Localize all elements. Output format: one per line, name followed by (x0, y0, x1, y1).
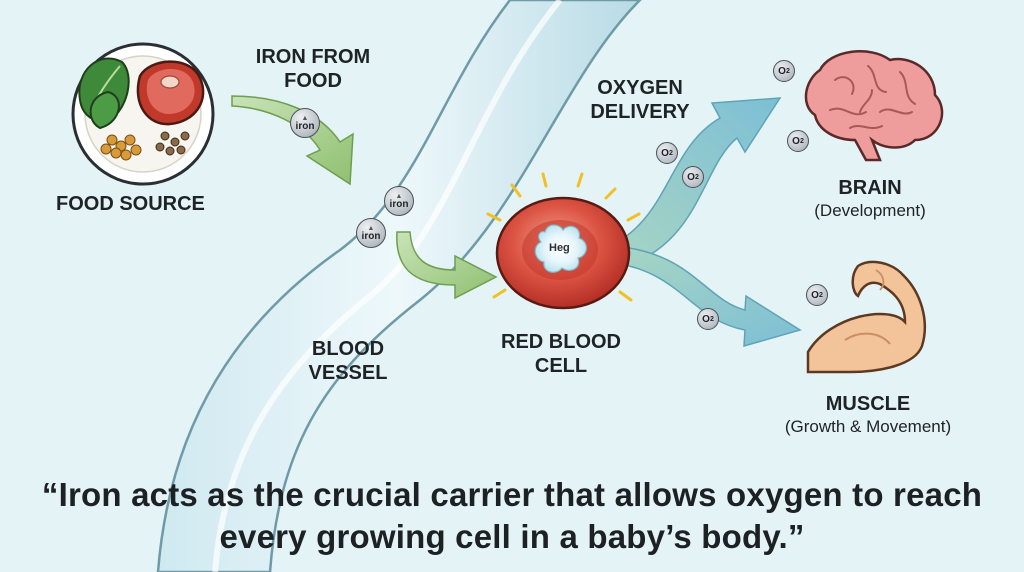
oxygen-delivery-text: OXYGEN DELIVERY (590, 77, 690, 123)
oxygen-text: O (811, 289, 819, 301)
oxygen-subscript: 2 (799, 137, 804, 145)
oxygen-subscript: 2 (785, 67, 790, 75)
brain-label: BRAIN (Development) (790, 176, 950, 222)
red-blood-cell-icon (486, 172, 641, 310)
blood-vessel (156, 0, 642, 572)
oxygen-text: O (702, 313, 710, 325)
flexed-arm-icon (806, 260, 927, 374)
iron-molecule: ▲ iron (384, 186, 414, 216)
oxygen-text: O (792, 135, 800, 147)
triangle-icon: ▲ (301, 114, 309, 122)
oxygen-text: O (778, 65, 786, 77)
blood-vessel-text: BLOOD VESSEL (308, 338, 388, 384)
triangle-icon: ▲ (395, 192, 403, 200)
oxygen-delivery-label: OXYGEN DELIVERY (580, 76, 700, 124)
arrow-icon (396, 231, 498, 300)
iron-text: iron (361, 230, 381, 242)
oxygen-subscript: 2 (709, 315, 714, 323)
iron-from-food-text: IRON FROM FOOD (255, 46, 371, 92)
iron-text: iron (295, 120, 315, 132)
arrow-icon (231, 95, 354, 186)
blood-vessel-label: BLOOD VESSEL (298, 337, 398, 385)
brain-title: BRAIN (838, 177, 902, 199)
oxygen-subscript: 2 (818, 291, 823, 299)
brain-subtitle: (Development) (814, 201, 926, 220)
oxygen-subscript: 2 (668, 149, 673, 157)
arrow-icon (604, 245, 802, 348)
oxygen-text: O (661, 147, 669, 159)
iron-molecule: ▲ iron (356, 218, 386, 248)
red-blood-cell-label: RED BLOOD CELL (486, 330, 636, 378)
oxygen-subscript: 2 (694, 173, 699, 181)
spinach-icon (78, 57, 130, 130)
lentils-icon (100, 131, 190, 161)
food-source-icon (71, 42, 215, 186)
muscle-title: MUSCLE (825, 393, 911, 415)
food-source-label: FOOD SOURCE (56, 193, 205, 215)
hemoglobin-label: Heg (549, 242, 570, 254)
muscle-label: MUSCLE (Growth & Movement) (754, 392, 982, 438)
brain-icon (804, 50, 944, 162)
iron-text: iron (389, 198, 409, 210)
steak-icon (136, 60, 205, 126)
iron-molecule: ▲ iron (290, 108, 320, 138)
triangle-icon: ▲ (367, 224, 375, 232)
oxygen-text: O (687, 171, 695, 183)
red-blood-cell-text: RED BLOOD CELL (501, 331, 621, 377)
iron-from-food-label: IRON FROM FOOD (238, 45, 388, 93)
muscle-subtitle: (Growth & Movement) (784, 417, 952, 436)
quote-text: “Iron acts as the crucial carrier that a… (41, 476, 983, 555)
